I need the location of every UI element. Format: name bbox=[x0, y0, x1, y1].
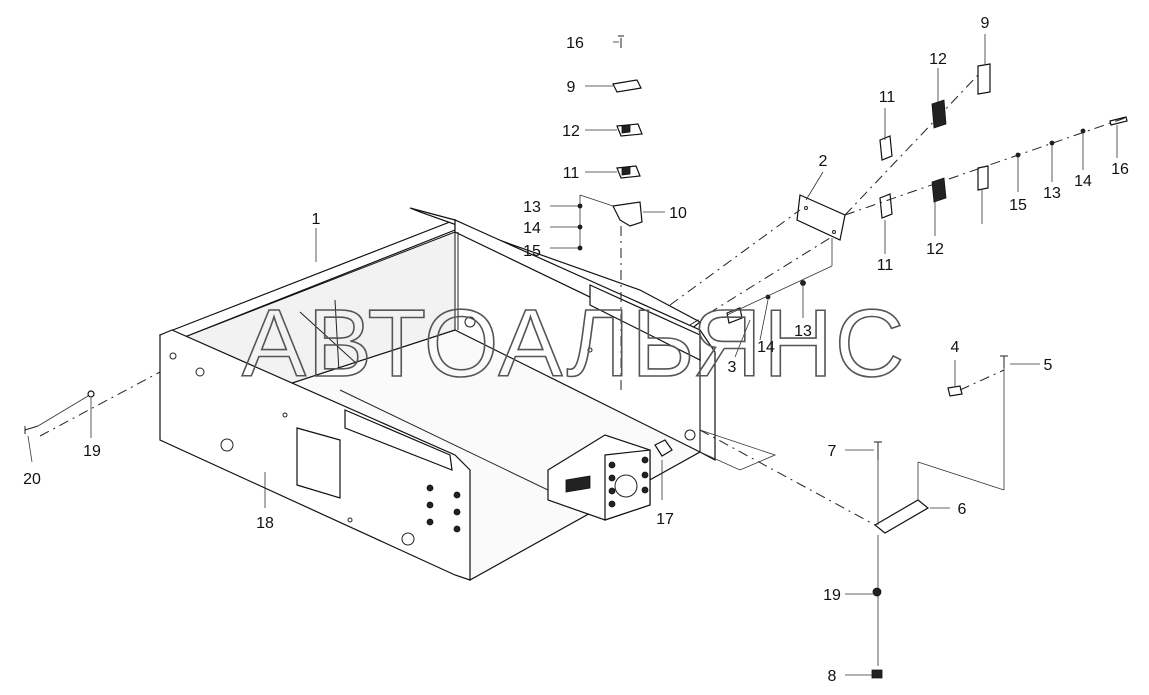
callout-19-left: 19 bbox=[83, 443, 101, 460]
callout-labels: 1 2 3 4 5 6 7 8 9 9 10 11 11 11 12 12 12… bbox=[23, 15, 1129, 685]
callout-16-top: 16 bbox=[566, 35, 584, 52]
callout-16-right: 16 bbox=[1111, 161, 1129, 178]
callout-17: 17 bbox=[656, 511, 674, 528]
callout-5: 5 bbox=[1044, 357, 1053, 374]
callout-15-right: 15 bbox=[1009, 197, 1027, 214]
callout-7: 7 bbox=[828, 443, 837, 460]
callout-13-left: 13 bbox=[523, 199, 541, 216]
left-fastener-group bbox=[24, 390, 95, 434]
callout-12-upper: 12 bbox=[929, 51, 947, 68]
top-fastener-stack bbox=[577, 35, 643, 395]
callout-13-right: 13 bbox=[1043, 185, 1061, 202]
callout-11-top: 11 bbox=[563, 165, 580, 182]
callout-14-right: 14 bbox=[1074, 173, 1092, 190]
callout-11-upper: 11 bbox=[879, 89, 896, 106]
mounting-bracket bbox=[547, 434, 673, 521]
callout-9-right: 9 bbox=[981, 15, 990, 32]
callout-2: 2 bbox=[819, 153, 828, 170]
callout-1: 1 bbox=[312, 211, 321, 228]
callout-20: 20 bbox=[23, 471, 41, 488]
lower-fastener-group bbox=[699, 355, 1008, 679]
callout-18: 18 bbox=[256, 515, 274, 532]
callout-14-left: 14 bbox=[523, 220, 541, 237]
callout-15-left: 15 bbox=[523, 243, 541, 260]
callout-13-middle: 13 bbox=[794, 323, 812, 340]
callout-12-top: 12 bbox=[562, 123, 580, 140]
callout-6: 6 bbox=[958, 501, 967, 518]
callout-11-lower: 11 bbox=[877, 257, 894, 274]
callout-8: 8 bbox=[828, 668, 837, 685]
callout-9-top: 9 bbox=[567, 79, 576, 96]
callout-4: 4 bbox=[951, 339, 960, 356]
callout-12-lower: 12 bbox=[926, 241, 944, 258]
callout-19-bottom: 19 bbox=[823, 587, 841, 604]
callout-3: 3 bbox=[728, 359, 737, 376]
watermark-text: АВТОАЛЬЯНС bbox=[242, 290, 906, 397]
callout-10: 10 bbox=[669, 205, 687, 222]
callout-14-middle: 14 bbox=[757, 339, 775, 356]
leader-lines bbox=[27, 34, 1118, 676]
